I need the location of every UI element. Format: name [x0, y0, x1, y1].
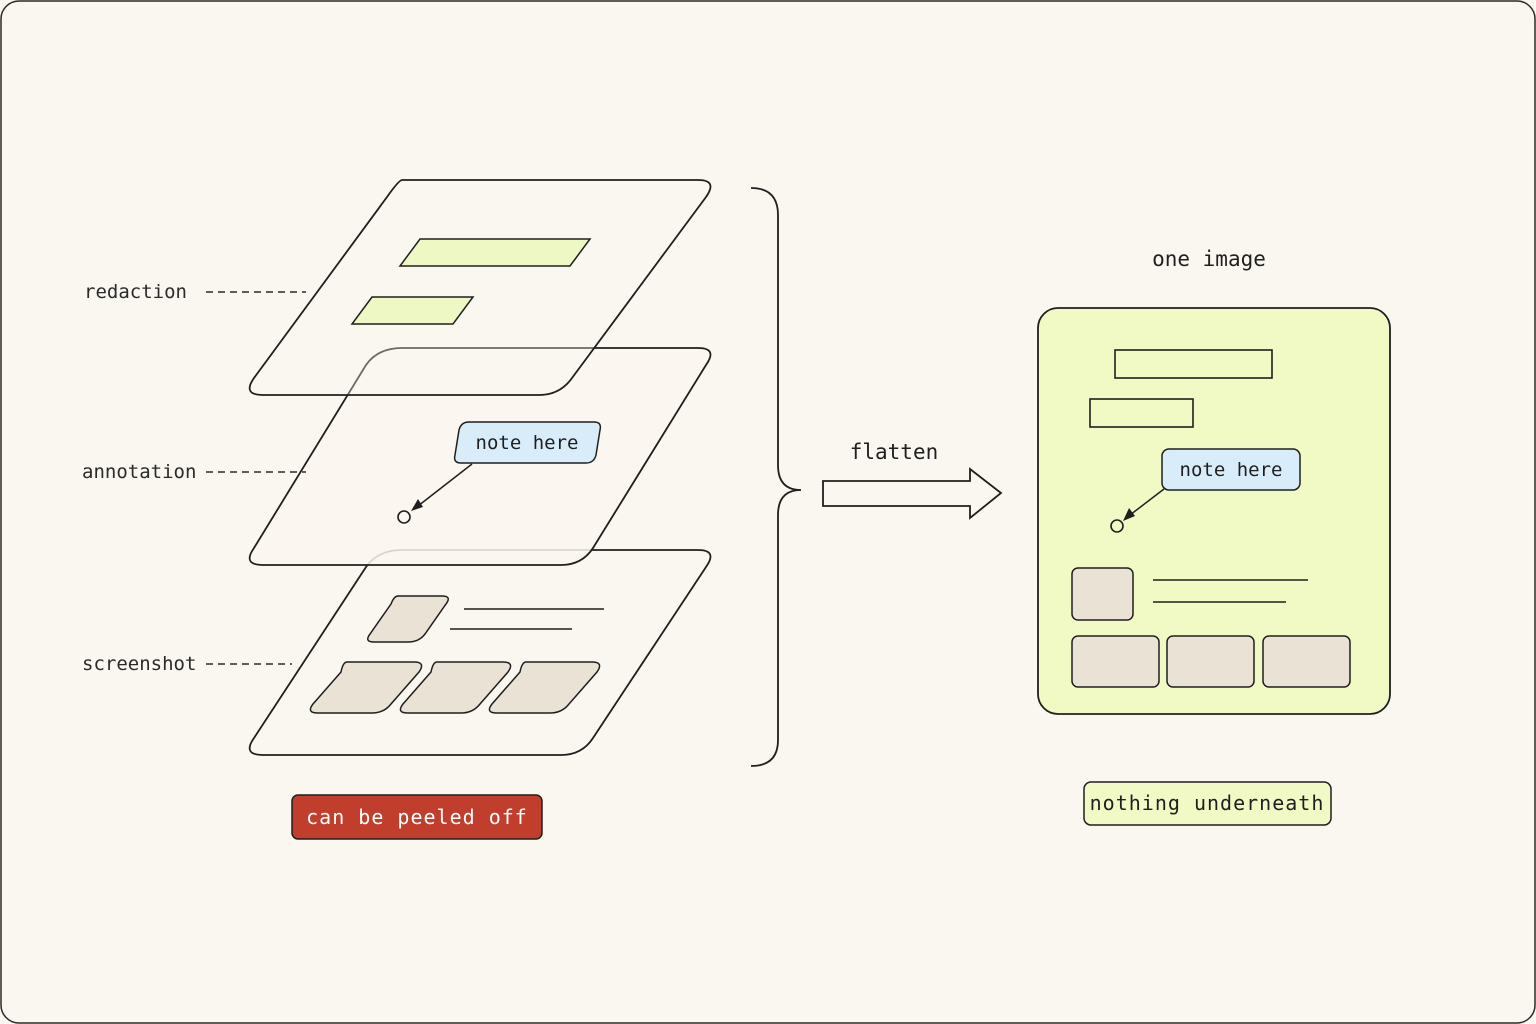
annotation-layer-label: annotation [82, 461, 196, 483]
annotation-pointer-arrowhead [411, 499, 423, 511]
flattened-card-block [1262, 635, 1351, 688]
screenshot-layer [248, 549, 712, 756]
screenshot-avatar-block [367, 595, 449, 643]
flattened-badge-box [1083, 781, 1332, 826]
redaction-layer [248, 179, 712, 396]
screenshot-card-block [488, 661, 601, 714]
annotation-pointer-line [417, 463, 473, 507]
screenshot-card-block [309, 661, 423, 714]
flattened-redaction-bar [1089, 398, 1194, 428]
screenshot-layer-label: screenshot [82, 653, 196, 675]
flattened-pointer-arrowhead [1123, 508, 1135, 521]
flattened-note-box [1161, 448, 1301, 491]
flattened-note-text: note here [1180, 459, 1283, 481]
flattened-avatar-block [1071, 567, 1134, 621]
redaction-layer-label: redaction [84, 281, 187, 303]
flatten-label: flatten [850, 440, 939, 464]
peelable-badge-text: can be peeled off [306, 805, 528, 829]
annotation-note-text: note here [476, 432, 579, 454]
redaction-bar [398, 238, 592, 267]
flattened-card-block [1071, 635, 1160, 688]
annotation-note-box [453, 421, 602, 464]
annotation-layer: note here [248, 347, 712, 566]
flattened-image: note here [1037, 307, 1391, 715]
peelable-badge-box [291, 794, 543, 840]
result-title: one image [1152, 247, 1266, 271]
flatten-arrow [822, 467, 1003, 520]
flattened-redaction-bar [1114, 349, 1273, 379]
redaction-bar [350, 296, 475, 325]
screenshot-card-block [399, 661, 512, 714]
redaction-layer-plate [248, 179, 712, 396]
flattened-card-block [1166, 635, 1255, 688]
flattened-badge: nothing underneath [1083, 781, 1332, 826]
annotation-target-dot [397, 510, 411, 524]
peelable-badge: can be peeled off [291, 794, 543, 840]
flattened-target-dot [1110, 519, 1124, 533]
grouping-brace [750, 187, 802, 767]
flattened-pointer-line [1129, 488, 1165, 516]
flattened-badge-text: nothing underneath [1090, 791, 1325, 815]
